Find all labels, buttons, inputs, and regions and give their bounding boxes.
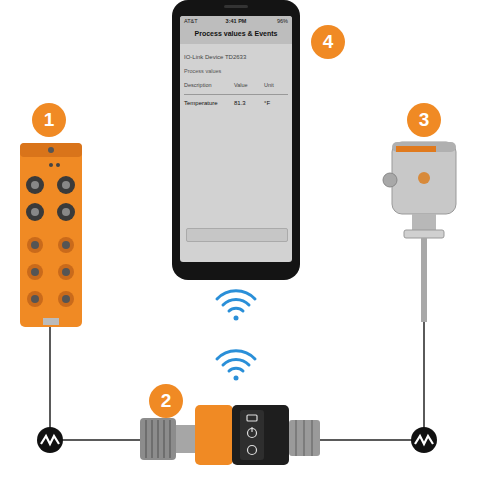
screen-text: °F <box>264 100 288 107</box>
temperature-sensor <box>383 142 456 322</box>
screen-text: Process values & Events <box>182 30 290 38</box>
callout-number: 2 <box>149 384 183 418</box>
wifi-signal <box>217 291 255 381</box>
table-divider <box>184 94 288 95</box>
callout-number: 4 <box>311 25 345 59</box>
screen-text: 96% <box>258 18 288 24</box>
io-link-master <box>20 143 82 327</box>
screen-text: AT&T <box>184 18 224 24</box>
screen-text: Temperature <box>184 100 234 107</box>
screen-text: 3:41 PM <box>216 18 256 24</box>
screen-text: Unit <box>264 82 288 88</box>
callout-number: 3 <box>407 103 441 137</box>
callout-number: 1 <box>32 103 66 137</box>
screen-button <box>186 228 288 242</box>
phone-screen: AT&T3:41 PM96% Process values & EventsIO-… <box>180 16 292 262</box>
screen-text: Process values <box>184 68 288 74</box>
smartphone <box>172 0 300 280</box>
screen-text: 81.3 <box>234 100 262 107</box>
screen-text: IO-Link Device TD2633 <box>184 54 288 61</box>
screen-text: Value <box>234 82 262 88</box>
screen-text: Description <box>184 82 234 88</box>
